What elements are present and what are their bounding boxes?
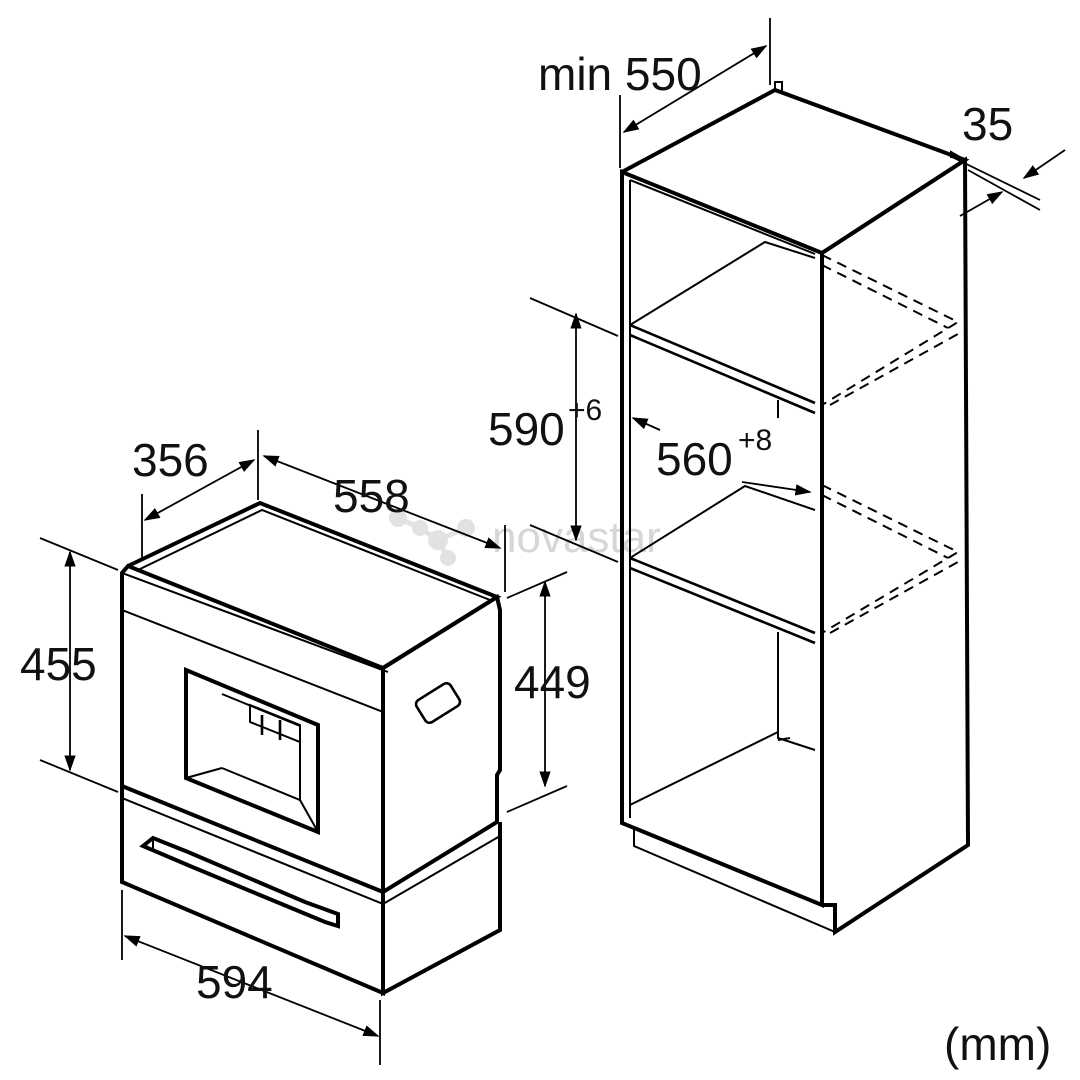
cabinet-dimension-lines — [529, 18, 1066, 563]
machine-dimension-lines — [39, 430, 568, 1065]
label-machine-depth: 356 — [132, 434, 209, 486]
label-machine-body-height: 449 — [514, 656, 591, 708]
label-niche-width: 560 — [656, 433, 733, 485]
label-back-clearance: 35 — [962, 98, 1013, 150]
tall-cabinet-drawing — [620, 81, 971, 936]
label-niche-width-tolerance: +8 — [738, 424, 772, 457]
label-niche-height-tolerance: +6 — [568, 394, 602, 427]
label-machine-width-top: 558 — [333, 470, 410, 522]
label-machine-front-width: 594 — [196, 956, 273, 1008]
label-machine-height: 455 — [20, 638, 97, 690]
coffee-machine-drawing — [120, 500, 502, 997]
label-unit-note: (mm) — [944, 1018, 1051, 1070]
label-niche-height: 590 — [488, 403, 565, 455]
label-niche-min-depth: min 550 — [538, 48, 702, 100]
